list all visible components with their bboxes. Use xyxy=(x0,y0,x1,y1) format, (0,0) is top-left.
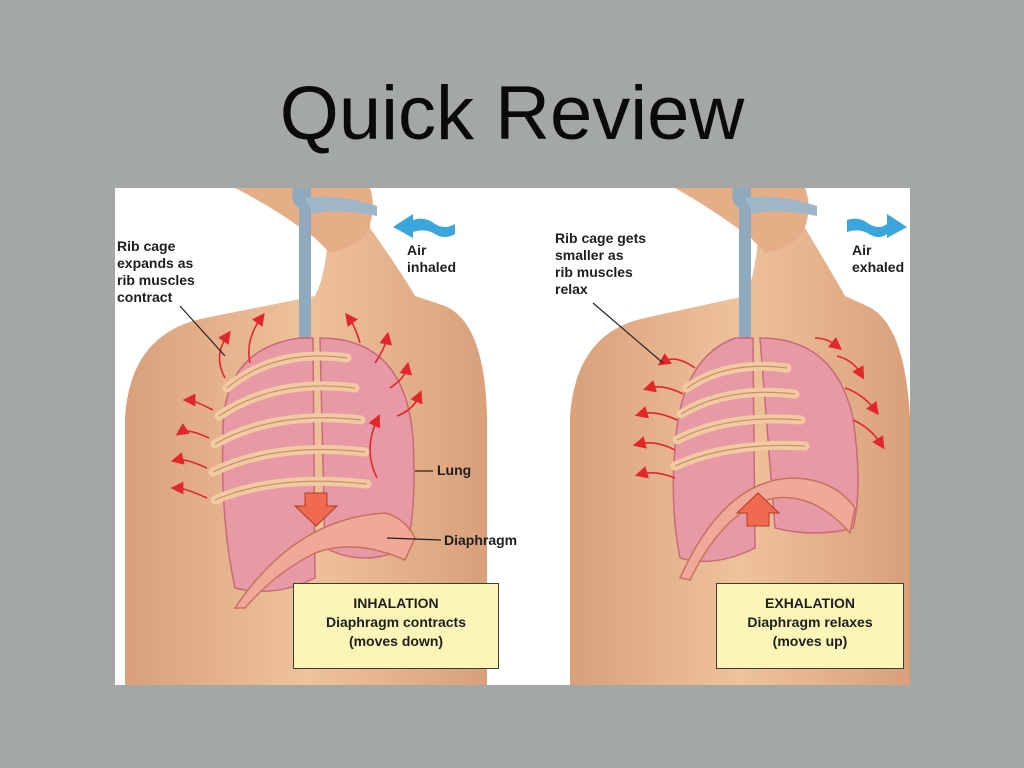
air-label-line: Air xyxy=(852,242,872,258)
caption-line: Diaphragm relaxes xyxy=(747,614,873,630)
lung-label: Lung xyxy=(437,462,472,478)
trachea-left xyxy=(292,188,311,338)
diaphragm-left xyxy=(233,512,416,609)
diaphragm-right xyxy=(678,477,856,581)
rib-label-line: Rib cage gets xyxy=(555,230,647,246)
air-label-line: Air xyxy=(407,242,427,258)
air-inhaled-arrow-icon xyxy=(393,214,455,238)
caption-heading: INHALATION xyxy=(353,595,439,611)
rib-label-line: Rib cage xyxy=(117,238,176,254)
caption-line: (moves up) xyxy=(772,633,848,649)
rib-label-line: expands as xyxy=(117,255,194,271)
rib-cage-label-exhale: Rib cage gets smaller as rib muscles rel… xyxy=(555,230,646,298)
air-label-line: exhaled xyxy=(852,259,905,275)
rib-label-line: rib muscles xyxy=(117,272,195,288)
diaphragm-label-leader xyxy=(386,537,442,541)
exhalation-caption-box: EXHALATION Diaphragm relaxes (moves up) xyxy=(716,583,904,669)
inhalation-figure xyxy=(125,188,487,685)
contraction-arrows-right xyxy=(632,337,885,479)
rib-label-line: relax xyxy=(555,281,588,297)
rib-label-line: contract xyxy=(117,289,173,305)
rib-label-leader-left xyxy=(179,305,226,357)
air-label-line: inhaled xyxy=(407,259,457,275)
diaphragm-down-arrow-icon xyxy=(293,492,339,527)
rib-cage-outline-left xyxy=(212,355,368,501)
nasal-airway-right xyxy=(745,196,817,216)
rib-label-line: rib muscles xyxy=(555,264,633,280)
air-exhaled-arrow-icon xyxy=(847,214,907,238)
air-exhaled-label: Air exhaled xyxy=(852,242,904,276)
rib-label-leader-right xyxy=(592,302,664,364)
expansion-arrows-left xyxy=(170,312,423,499)
head-left xyxy=(205,188,373,253)
head-right xyxy=(645,188,809,253)
rib-cage-outline-right xyxy=(674,365,806,467)
rib-label-line: smaller as xyxy=(555,247,624,263)
air-inhaled-label: Air inhaled xyxy=(407,242,456,276)
diaphragm-up-arrow-icon xyxy=(735,492,781,527)
slide-title: Quick Review xyxy=(279,71,745,156)
inhalation-caption-box: INHALATION Diaphragm contracts (moves do… xyxy=(293,583,499,669)
caption-line: (moves down) xyxy=(348,633,444,649)
diaphragm-label: Diaphragm xyxy=(444,532,518,548)
exhalation-figure xyxy=(570,188,910,685)
diagram-artwork xyxy=(125,188,910,685)
rib-cage-label-inhale: Rib cage expands as rib muscles contract xyxy=(117,238,195,306)
nasal-airway-left xyxy=(305,196,377,216)
caption-line: Diaphragm contracts xyxy=(325,614,467,630)
respiration-diagram: Rib cage expands as rib muscles contract… xyxy=(115,188,910,685)
caption-heading: EXHALATION xyxy=(765,595,855,611)
trachea-right xyxy=(732,188,751,348)
